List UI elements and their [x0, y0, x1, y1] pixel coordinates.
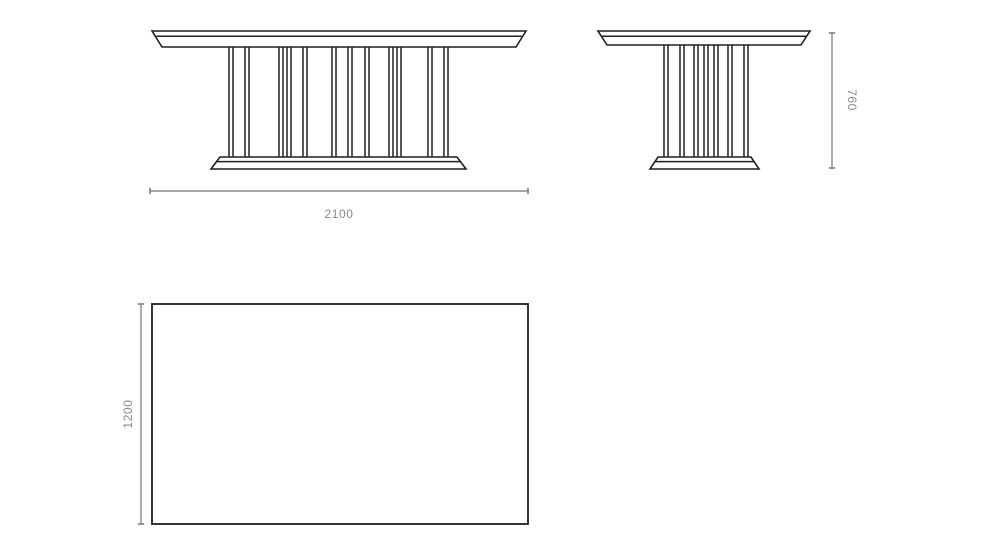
width-dimension-label: 2100: [324, 207, 353, 221]
base-slab: [209, 156, 468, 170]
side-elevation-view: [596, 30, 812, 170]
side-tabletop: [596, 30, 812, 46]
front-leg-columns: [228, 47, 449, 157]
side-leg-columns: [663, 45, 749, 157]
depth-dimension-label: 1200: [121, 399, 135, 428]
base-slab: [648, 156, 761, 170]
dimension-lines: [137, 32, 836, 525]
height-dimension-label: 760: [845, 89, 859, 111]
plan-view: [151, 303, 529, 525]
front-tabletop: [150, 30, 528, 48]
plan-rectangle: [151, 303, 529, 525]
front-elevation-view: [150, 30, 528, 170]
side-base-plinth: [648, 156, 761, 170]
tabletop-slab: [596, 30, 812, 46]
front-base-plinth: [209, 156, 468, 170]
tabletop-slab: [150, 30, 528, 48]
